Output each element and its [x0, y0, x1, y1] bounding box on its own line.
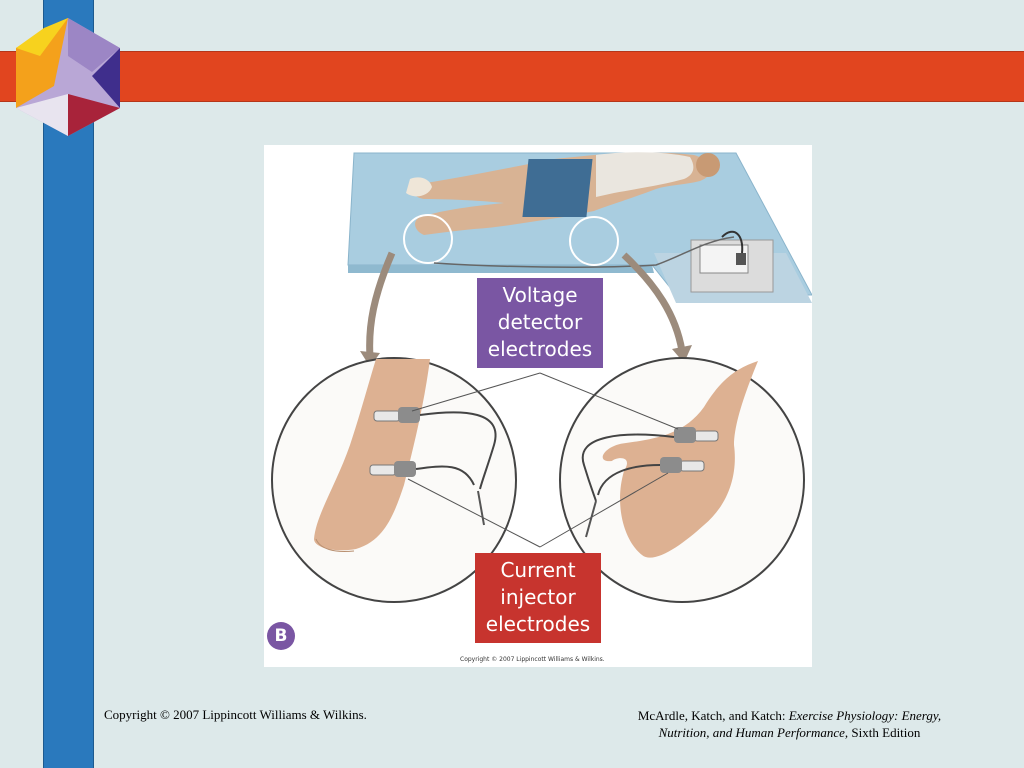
cube-logo — [16, 18, 120, 136]
citation-edition: Sixth Edition — [848, 725, 921, 740]
voltage-label-line-2: detector — [497, 310, 583, 334]
voltage-label-line-3: electrodes — [487, 337, 593, 361]
current-injector-label: Current injector electrodes — [475, 553, 601, 643]
footer-citation: McArdle, Katch, and Katch: Exercise Phys… — [612, 707, 967, 741]
bia-illustration: Voltage detector electrodes Current inje… — [264, 145, 812, 667]
current-label-line-1: Current — [500, 558, 576, 582]
voltage-detector-label: Voltage detector electrodes — [477, 278, 603, 368]
current-label-line-2: injector — [500, 585, 576, 609]
citation-title: Exercise Physiology: Energy, Nutrition, … — [658, 708, 942, 740]
current-label-line-3: electrodes — [485, 612, 591, 636]
figure-copyright: Copyright © 2007 Lippincott Williams & W… — [460, 656, 605, 663]
illustration-drawing — [271, 152, 812, 603]
red-header-bar — [0, 51, 1024, 102]
citation-authors: McArdle, Katch, and Katch: — [637, 708, 789, 723]
footer-copyright: Copyright © 2007 Lippincott Williams & W… — [104, 707, 367, 722]
voltage-label-line-1: Voltage — [502, 283, 578, 307]
panel-letter-badge: B — [267, 622, 295, 650]
